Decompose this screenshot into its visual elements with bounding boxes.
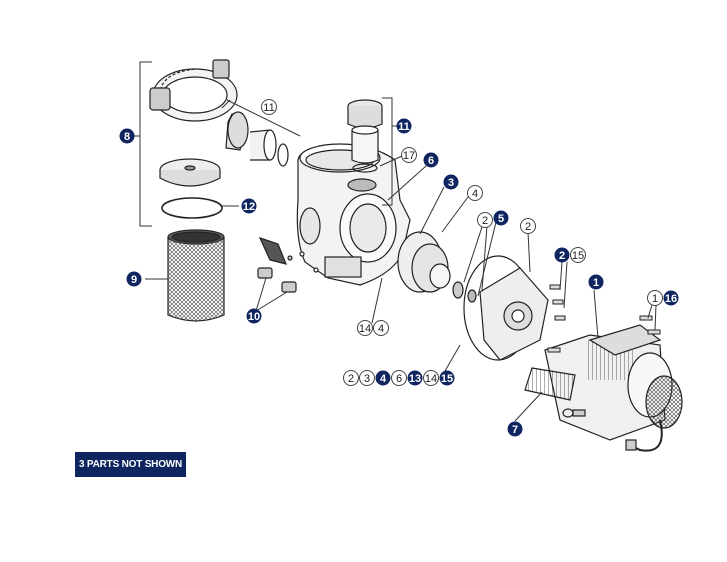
callout-12: 12: [241, 198, 257, 214]
svg-text:5: 5: [498, 213, 504, 225]
svg-text:9: 9: [131, 274, 137, 286]
svg-text:17: 17: [403, 150, 415, 162]
callout-1: 1: [588, 274, 604, 290]
parts-not-shown-label: 3 PARTS NOT SHOWN: [75, 452, 186, 477]
svg-text:3: 3: [448, 177, 454, 189]
callout-8: 8: [119, 128, 135, 144]
diffuser-impeller: [397, 231, 477, 303]
svg-text:6: 6: [428, 155, 434, 167]
svg-text:4: 4: [378, 323, 384, 335]
svg-text:11: 11: [263, 102, 274, 114]
pump-lid: [159, 158, 221, 187]
callout-16: 16: [663, 290, 679, 306]
svg-text:13: 13: [409, 373, 421, 385]
callout-2-c: 2: [554, 247, 570, 263]
callout-row-6: 6: [391, 370, 407, 386]
callout-10: 10: [246, 308, 262, 324]
callout-5: 5: [493, 210, 509, 226]
callout-row-15: 15: [439, 370, 455, 386]
svg-text:10: 10: [248, 311, 260, 323]
screws: [547, 284, 661, 353]
svg-text:14: 14: [359, 323, 371, 335]
leader-lines: [145, 155, 657, 422]
callout-row-3: 3: [359, 370, 375, 386]
svg-text:7: 7: [512, 424, 518, 436]
strainer-basket: [167, 229, 225, 322]
svg-text:6: 6: [396, 373, 402, 385]
callout-1-outline: 1: [647, 290, 663, 306]
svg-text:15: 15: [441, 373, 453, 385]
callout-2-a: 2: [477, 212, 493, 228]
motor-base: [524, 367, 586, 418]
svg-text:8: 8: [124, 131, 130, 143]
seal-plate: [463, 255, 549, 361]
callout-14-a: 14: [357, 320, 373, 336]
callout-11-right: 11: [396, 118, 412, 134]
svg-text:16: 16: [665, 293, 677, 305]
leader-10: [255, 277, 288, 312]
bracket-8: [134, 61, 152, 227]
svg-text:11: 11: [398, 121, 410, 133]
drain-plugs: [257, 236, 319, 293]
svg-text:15: 15: [572, 250, 584, 262]
svg-text:4: 4: [472, 188, 478, 200]
union-fitting-left: [225, 111, 289, 167]
svg-text:4: 4: [380, 373, 387, 385]
svg-text:1: 1: [652, 293, 658, 305]
svg-text:2: 2: [559, 250, 565, 262]
callout-6: 6: [423, 152, 439, 168]
svg-text:12: 12: [243, 201, 255, 213]
callout-4-b: 4: [373, 320, 389, 336]
svg-text:3: 3: [364, 373, 370, 385]
union-fitting-right: [347, 99, 383, 173]
callout-row-4: 4: [375, 370, 391, 386]
callout-15-a: 15: [570, 247, 586, 263]
svg-text:1: 1: [593, 277, 599, 289]
lid-o-ring: [161, 197, 223, 219]
svg-text:2: 2: [348, 373, 354, 385]
lid-clamp-ring: [149, 59, 238, 122]
callout-2-b: 2: [520, 218, 536, 234]
callout-row-13: 13: [407, 370, 423, 386]
callout-7: 7: [507, 421, 523, 437]
svg-text:2: 2: [525, 221, 531, 233]
bracket-11-right: [382, 97, 397, 206]
callout-3: 3: [443, 174, 459, 190]
leader-11-left: [221, 99, 301, 137]
parts-not-shown-text: 3 PARTS NOT SHOWN: [78, 459, 183, 470]
callout-17: 17: [401, 147, 417, 163]
pump-housing: [296, 143, 411, 286]
svg-text:2: 2: [482, 215, 488, 227]
callout-row-14: 14: [423, 370, 439, 386]
callout-11-left: 11: [261, 99, 277, 115]
callout-9: 9: [126, 271, 142, 287]
callout-4-top: 4: [467, 185, 483, 201]
callout-row-2: 2: [343, 370, 359, 386]
svg-text:14: 14: [425, 373, 437, 385]
